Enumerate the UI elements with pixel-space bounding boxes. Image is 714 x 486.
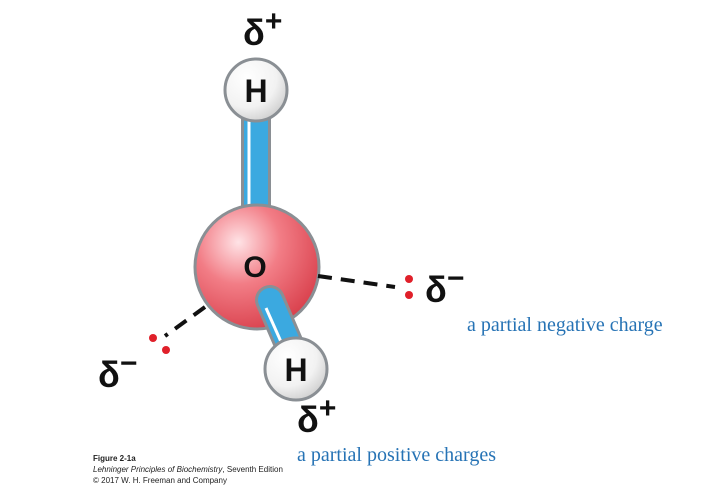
delta-plus-bottom: δ+ (297, 392, 336, 440)
delta-minus-left: δ− (98, 347, 137, 395)
hydrogen-bottom-label: H (284, 352, 307, 388)
book-title: Lehninger Principles of Biochemistry (93, 465, 223, 474)
delta-minus-right: δ− (425, 262, 464, 310)
lone-pair-left (149, 305, 207, 354)
hydrogen-top-label: H (244, 73, 267, 109)
oxygen-label: O (243, 251, 266, 284)
hydrogen-atom-top: H (223, 57, 289, 123)
hydrogen-atom-bottom: H (263, 336, 329, 402)
figure-caption-copyright: © 2017 W. H. Freeman and Company (93, 476, 227, 485)
annotation-partial-negative: a partial negative charge (467, 314, 663, 336)
lone-pair-right (317, 274, 413, 299)
delta-plus-top: δ+ (243, 5, 282, 53)
oxygen-atom (193, 203, 321, 331)
figure-caption-title: Figure 2-1a (93, 454, 136, 463)
annotation-partial-positive: a partial positive charges (297, 444, 497, 466)
book-edition: , Seventh Edition (222, 465, 283, 474)
figure-caption-book: Lehninger Principles of Biochemistry, Se… (93, 465, 283, 475)
